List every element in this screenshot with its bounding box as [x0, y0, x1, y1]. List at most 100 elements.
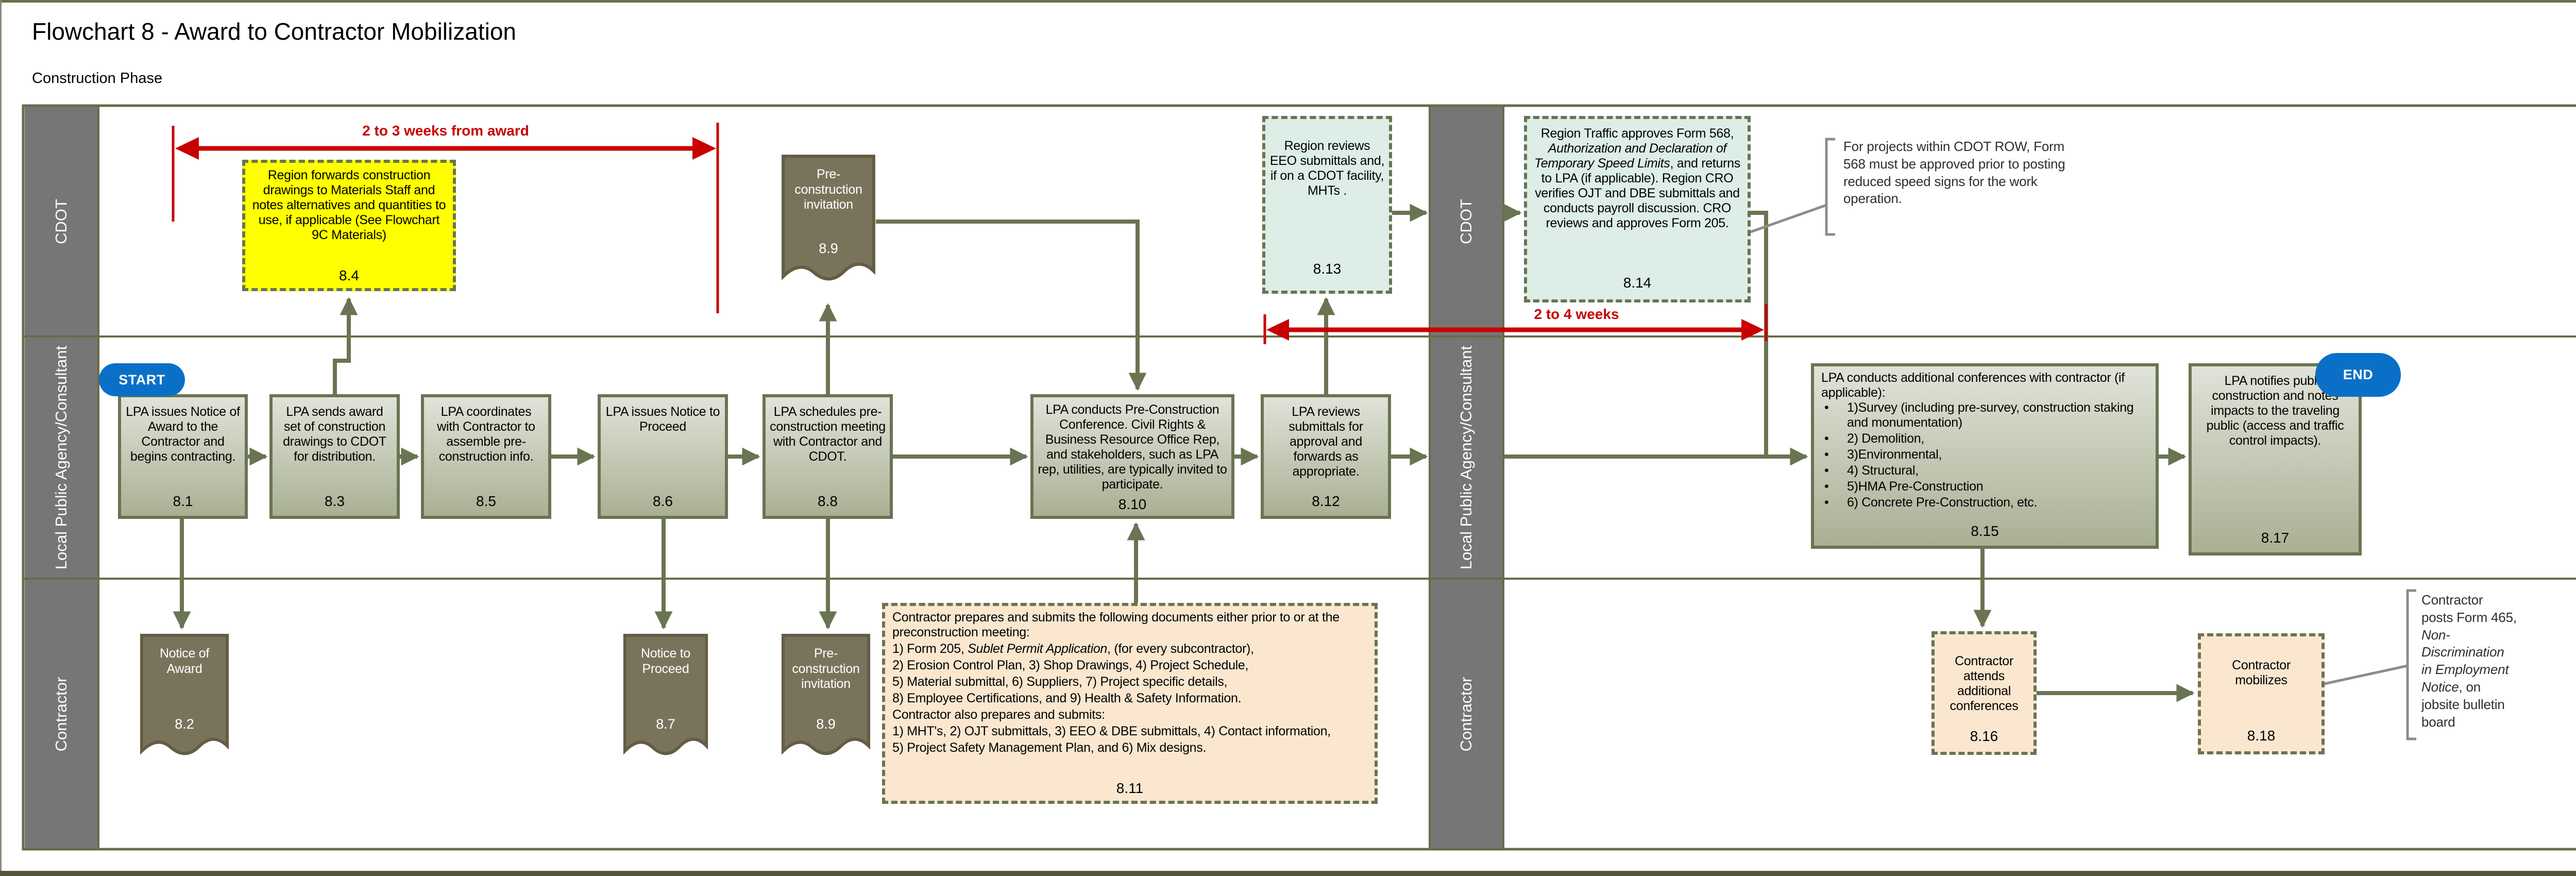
annotation-box-8-11: Contractor prepares and submits the foll… — [882, 603, 1378, 804]
process-box-8-10: LPA conducts Pre-Construction Conference… — [1030, 394, 1234, 519]
box-text-line: 5) Project Safety Management Plan, and 6… — [892, 740, 1207, 755]
box-text: LPA schedules pre-construction meeting w… — [770, 405, 886, 464]
document-text: Pre-construction invitation — [794, 167, 862, 212]
box-number: 8.16 — [1970, 728, 1998, 744]
box-number: 8.13 — [1313, 261, 1342, 277]
box-number: 8.17 — [2261, 530, 2290, 546]
document-shape-icon — [140, 634, 229, 755]
end-badge: END — [2315, 353, 2401, 397]
note2-bracket — [2406, 589, 2416, 740]
bullet-item: • 5)HMA Pre-Construction — [1824, 479, 2150, 494]
box-text-header: LPA conducts additional conferences with… — [1821, 370, 2125, 400]
box-text: Region reviews EEO submittals and, if on… — [1269, 139, 1385, 198]
timing-arrow-1 — [172, 123, 719, 313]
bullet-icon: • — [1824, 431, 1829, 446]
phase-label: Construction Phase — [32, 70, 163, 87]
annotation-box-8-14: Region Traffic approves Form 568, Author… — [1524, 116, 1751, 302]
left-lane-column — [25, 107, 98, 848]
timing-label-2-4-weeks: 2 to 4 weeks — [1534, 306, 1619, 322]
box-text: LPA issues Notice to Proceed — [605, 405, 720, 434]
bullet-icon: • — [1824, 495, 1829, 510]
text-segment: , on jobsite bulletin board — [2421, 679, 2505, 730]
box-text: LPA issues Notice of Award to the Contra… — [126, 405, 240, 464]
bullet-item: •3)Environmental, — [1824, 447, 2150, 462]
box-text: Contractor attends additional conference… — [1950, 654, 2019, 713]
document-number: 8.9 — [816, 716, 836, 732]
box-text: Contractor prepares and submits the foll… — [892, 610, 1369, 757]
arrow-8-3-to-8-4 — [333, 297, 358, 394]
document-8-2: Notice of Award 8.2 — [139, 633, 230, 768]
bullet-icon: • — [1824, 400, 1829, 415]
box-number: 8.14 — [1623, 275, 1652, 291]
annotation-box-8-13: Region reviews EEO submittals and, if on… — [1262, 116, 1392, 294]
bullet-text: 4) Structural, — [1847, 463, 1919, 478]
document-number: 8.2 — [175, 716, 194, 732]
document-text: Pre-construction invitation — [792, 646, 860, 691]
document-text: Notice to Proceed — [641, 646, 690, 676]
process-box-8-15: LPA conducts additional conferences with… — [1811, 363, 2159, 549]
start-badge: START — [99, 363, 185, 396]
box-text: LPA reviews submittals for approval and … — [1289, 405, 1363, 479]
box-text-line: 5) Material submittal, 6) Suppliers, 7) … — [892, 675, 1228, 689]
box-text-line: Contractor prepares and submits the foll… — [892, 610, 1340, 639]
note-form-568: For projects within CDOT ROW, Form 568 m… — [1843, 139, 2065, 207]
text-segment: Contractor posts Form 465, — [2421, 592, 2517, 625]
annotation-box-8-4: Region forwards construction drawings to… — [242, 160, 456, 291]
box-text: Region Traffic approves Form 568, Author… — [1531, 126, 1743, 231]
box-text: Contractor mobilizes — [2232, 658, 2291, 687]
document-8-7: Notice to Proceed 8.7 — [622, 633, 709, 768]
annotation-box-8-16: Contractor attends additional conference… — [1931, 631, 2037, 755]
note2-leader — [2324, 664, 2408, 685]
bullet-text: 1)Survey (including pre-survey, construc… — [1847, 400, 2134, 430]
box-number: 8.4 — [339, 267, 359, 283]
bullet-text: 5)HMA Pre-Construction — [1847, 479, 1984, 494]
process-box-8-3: LPA sends award set of construction draw… — [269, 394, 400, 519]
box-number: 8.6 — [653, 493, 673, 509]
process-box-8-1: LPA issues Notice of Award to the Contra… — [118, 394, 248, 519]
document-8-9-contractor: Pre-construction invitation 8.9 — [781, 633, 871, 768]
page-top-border — [0, 0, 2576, 3]
box-text: Region forwards construction drawings to… — [252, 168, 446, 242]
right-lane-column — [1430, 107, 1503, 848]
box-number: 8.15 — [1971, 523, 1999, 539]
process-box-8-6: LPA issues Notice to Proceed 8.6 — [598, 394, 728, 519]
text-segment-italic: Non-Discrimination in Employment Notice — [2421, 627, 2509, 695]
bullet-icon: • — [1824, 447, 1829, 462]
document-number: 8.7 — [656, 716, 675, 732]
note1-bracket — [1825, 138, 1835, 236]
box-text: LPA conducts Pre-Construction Conference… — [1038, 402, 1227, 492]
box-number: 8.8 — [818, 493, 838, 509]
text-segment-italic: Sublet Permit Application — [968, 642, 1108, 656]
process-box-8-12: LPA reviews submittals for approval and … — [1261, 394, 1391, 519]
box-text: LPA coordinates with Contractor to assem… — [437, 405, 535, 464]
box-number: 8.3 — [325, 493, 345, 509]
document-text: Notice of Award — [160, 646, 209, 676]
document-shape-icon — [782, 155, 875, 281]
box-number: 8.5 — [476, 493, 496, 509]
document-shape-icon — [781, 634, 871, 755]
document-number: 8.9 — [819, 240, 838, 256]
bullet-icon: • — [1824, 463, 1829, 478]
box-number: 8.1 — [173, 493, 193, 509]
box-text-line: 8) Employee Certifications, and 9) Healt… — [892, 691, 1242, 705]
box-number: 8.12 — [1312, 493, 1340, 509]
timing-label-2-3-weeks: 2 to 3 weeks from award — [362, 123, 529, 139]
bullet-icon: • — [1824, 479, 1829, 494]
timing-arrow-2 — [1263, 304, 1768, 344]
text-segment: , (for every subcontractor), — [1107, 642, 1254, 656]
box-text: LPA conducts additional conferences with… — [1821, 370, 2150, 511]
text-segment: 1) Form 205, — [892, 642, 968, 656]
elbow-8-14-to-flow — [1751, 211, 1768, 457]
page-bottom-bar — [0, 871, 2576, 876]
box-text-line: 1) Form 205, Sublet Permit Application, … — [892, 642, 1369, 656]
document-8-9-cdot: Pre-construction invitation 8.9 — [781, 154, 876, 294]
note1-leader — [1750, 204, 1827, 233]
text-segment-italic: Authorization and Declaration of Tempora… — [1534, 141, 1727, 171]
box-number: 8.10 — [1118, 496, 1147, 512]
box-number: 8.11 — [1116, 780, 1144, 796]
diagram-frame — [22, 104, 2576, 851]
box-text: LPA notifies public construction and not… — [2206, 374, 2344, 448]
process-box-8-8: LPA schedules pre-construction meeting w… — [762, 394, 893, 519]
page-title: Flowchart 8 - Award to Contractor Mobili… — [32, 18, 516, 45]
